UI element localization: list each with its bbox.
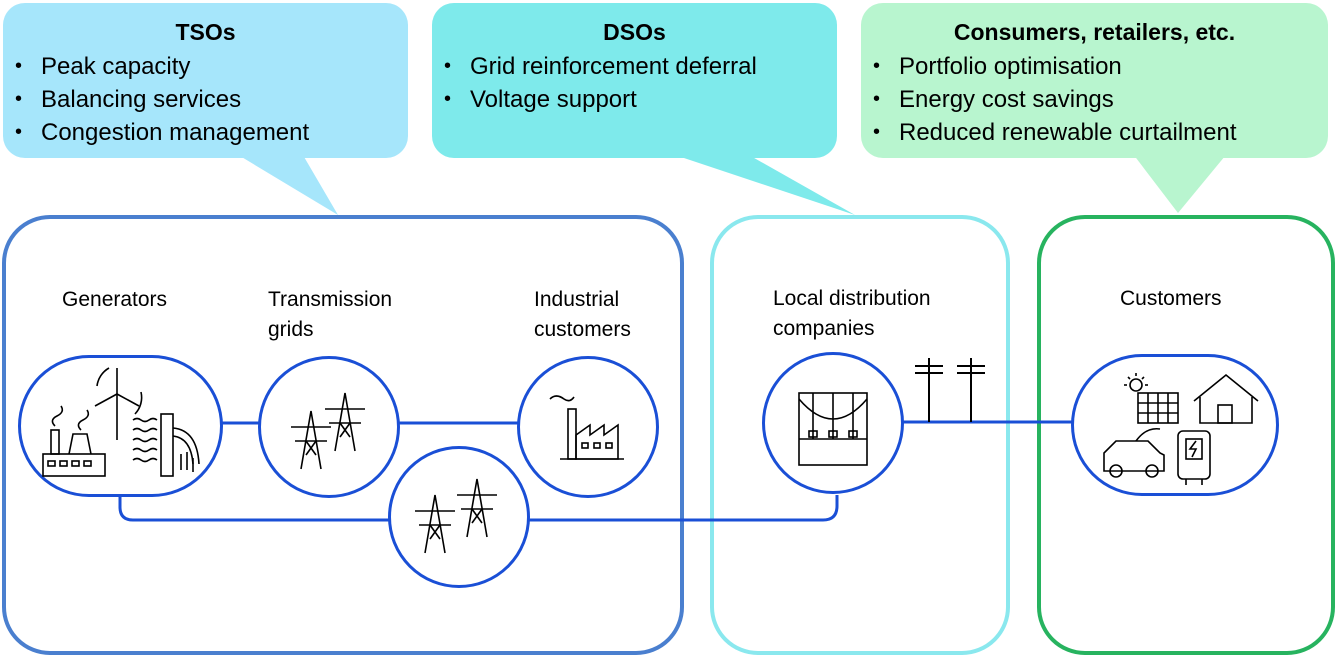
industrial-label-line2: customers [534, 318, 631, 341]
consumers-benefit-item: Energy cost savings [861, 83, 1328, 116]
power-plant-wind-hydro-icon [42, 367, 200, 477]
local-distribution-node[interactable] [762, 352, 904, 494]
tso-benefit-item: Peak capacity [3, 50, 408, 83]
tso-benefit-list: Peak capacity Balancing services Congest… [3, 50, 408, 149]
consumers-benefit-list: Portfolio optimisation Energy cost savin… [861, 50, 1328, 149]
dso-benefit-item: Grid reinforcement deferral [432, 50, 837, 83]
consumers-benefit-item: Reduced renewable curtailment [861, 116, 1328, 149]
dso-benefit-list: Grid reinforcement deferral Voltage supp… [432, 50, 837, 116]
dso-callout-tail [660, 150, 855, 215]
transmission-towers-icon [291, 392, 365, 470]
consumer-callout-tail [1130, 150, 1230, 213]
transmission-label-line1: Transmission [268, 288, 393, 311]
consumer-panel [1037, 215, 1335, 655]
dso-panel [710, 215, 1010, 655]
generators-node[interactable] [18, 355, 223, 497]
transmission-grid-node[interactable] [258, 356, 400, 498]
transmission-interconnect-node[interactable] [388, 446, 530, 588]
consumers-benefit-item: Portfolio optimisation [861, 50, 1328, 83]
tso-callout-title: TSOs [175, 19, 236, 45]
connection-line [528, 495, 839, 522]
dso-callout-title: DSOs [603, 19, 666, 45]
consumers-callout-title: Consumers, retailers, etc. [953, 19, 1236, 45]
transmission-label-line2: grids [268, 318, 314, 341]
local-distribution-label-line2: companies [773, 317, 875, 340]
local-distribution-label-line1: Local distribution [773, 287, 931, 310]
generators-label: Generators [62, 288, 168, 311]
consumers-callout: Consumers, retailers, etc. Portfolio opt… [861, 3, 1328, 158]
dso-benefit-item: Voltage support [432, 83, 837, 116]
dso-callout: DSOs Grid reinforcement deferral Voltage… [432, 3, 837, 158]
substation-icon [798, 392, 868, 466]
customers-node[interactable] [1071, 354, 1279, 496]
tso-callout: TSOs Peak capacity Balancing services Co… [3, 3, 408, 158]
industrial-label-line1: Industrial [534, 288, 620, 311]
tso-callout-tail [230, 150, 338, 215]
tso-benefit-item: Balancing services [3, 83, 408, 116]
transmission-towers-icon [415, 478, 497, 554]
tso-benefit-item: Congestion management [3, 116, 408, 149]
tso-panel [2, 215, 684, 655]
factory-icon [549, 395, 624, 460]
connection-line [118, 497, 390, 522]
industrial-customers-node[interactable] [517, 356, 659, 498]
customers-label: Customers [1120, 287, 1222, 310]
home-solar-ev-battery-icon [1103, 373, 1259, 485]
